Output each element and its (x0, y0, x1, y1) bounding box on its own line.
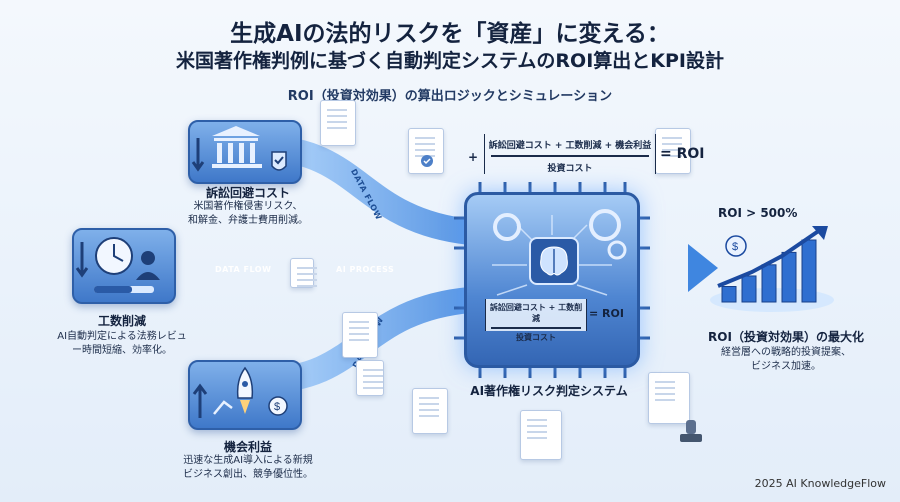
roi-badge: ROI > 500% (718, 206, 798, 220)
svg-text:$: $ (732, 241, 738, 253)
dollar-coin-icon (725, 235, 747, 257)
stamp-icon (680, 420, 702, 442)
flow-label-middle: DATA FLOW (215, 265, 272, 274)
workload-reduction-label: 工数削減 (97, 314, 146, 328)
growth-trend-arrowhead (812, 226, 828, 240)
gear-icon (607, 240, 627, 260)
courthouse-icon (191, 126, 287, 172)
workload-reduction-desc-2: ー時間短縮、効率化。 (72, 345, 172, 356)
roi-formula-top: 訴訟回避コスト + 工数削減 + 機会利益 投資コスト (484, 134, 656, 174)
roi-maximization-desc-1: 経営層への戦略的投資提案、 (721, 347, 851, 358)
svg-text:$: $ (274, 401, 280, 413)
growth-bar-chart: $ (717, 226, 828, 303)
document-icon (342, 312, 378, 358)
roi-maximization-desc-2: ビジネス加速。 (751, 361, 821, 372)
page-title-line2: 米国著作権判例に基づく自動判定システムのROI算出とKPI設計 (175, 50, 724, 72)
chip-label: AI著作権リスク判定システム (470, 384, 628, 398)
chip-pins (454, 182, 650, 378)
roi-formula-fraction-line (491, 155, 649, 157)
gear-icon (493, 213, 521, 241)
document-icon (356, 360, 384, 396)
chip-formula-denominator: 投資コスト (516, 332, 556, 342)
formula-plus: + (467, 150, 479, 164)
rocket-growth-icon: $ (192, 366, 288, 418)
growth-bar (781, 251, 797, 303)
opportunity-profit-desc-2: ビジネス創出、競争優位性。 (183, 469, 313, 480)
growth-bar (801, 239, 817, 303)
brain-icon (540, 246, 568, 276)
lawsuit-avoidance-card (188, 120, 302, 184)
document-icon (412, 388, 448, 434)
gear-icon (589, 209, 621, 241)
chip-formula-numerator: 訴訟回避コスト + 工数削減 (489, 303, 583, 323)
growth-trend-line (717, 228, 822, 288)
opportunity-profit-desc-1: 迅速な生成AI導入による新規 (183, 455, 313, 466)
document-icon (648, 372, 690, 424)
page-title: 生成AIの法的リスクを「資産」に変える： (230, 21, 670, 47)
growth-bar (761, 264, 777, 303)
opportunity-profit-card: $ (188, 360, 302, 430)
roi-formula-numerator: 訴訟回避コスト + 工数削減 + 機会利益 (488, 141, 652, 151)
flow-arrow-output-head (688, 244, 718, 292)
chip-formula-result: = ROI (589, 307, 624, 320)
growth-bar (721, 286, 737, 303)
document-icon (320, 100, 356, 146)
workload-reduction-card (72, 228, 176, 304)
workload-reduction-desc-1: AI自動判定による法務レビュ (57, 331, 187, 342)
chip-formula-fraction-line (491, 327, 581, 329)
brain-core (529, 237, 579, 285)
footer-credit: 2025 AI KnowledgeFlow (754, 477, 886, 490)
clock-person-icon (75, 237, 160, 293)
data-document-icon (290, 258, 317, 288)
roi-formula-result: = ROI (660, 146, 705, 162)
growth-bar (741, 275, 757, 303)
contract-document-icon (655, 128, 691, 174)
seal-icon (421, 155, 433, 167)
lawsuit-avoidance-desc-1: 米国著作権侵害リスク、 (193, 201, 303, 212)
document-icon (520, 410, 562, 460)
certificate-document-icon (408, 128, 444, 174)
ai-risk-chip: 訴訟回避コスト + 工数削減 投資コスト = ROI (464, 192, 640, 368)
flow-label-process: AI PROCESS (336, 265, 395, 274)
roi-formula-denominator: 投資コスト (547, 163, 593, 174)
page-subtitle: ROI（投資対効果）の算出ロジックとシミュレーション (287, 89, 613, 104)
chip-formula: 訴訟回避コスト + 工数削減 投資コスト (485, 299, 587, 342)
opportunity-profit-label: 機会利益 (223, 440, 272, 454)
roi-maximization-label: ROI（投資対効果）の最大化 (708, 330, 864, 344)
lawsuit-avoidance-label: 訴訟回避コスト (205, 186, 290, 200)
lawsuit-avoidance-desc-2: 和解金、弁護士費用削減。 (188, 215, 308, 226)
chip-circuit (492, 209, 627, 296)
